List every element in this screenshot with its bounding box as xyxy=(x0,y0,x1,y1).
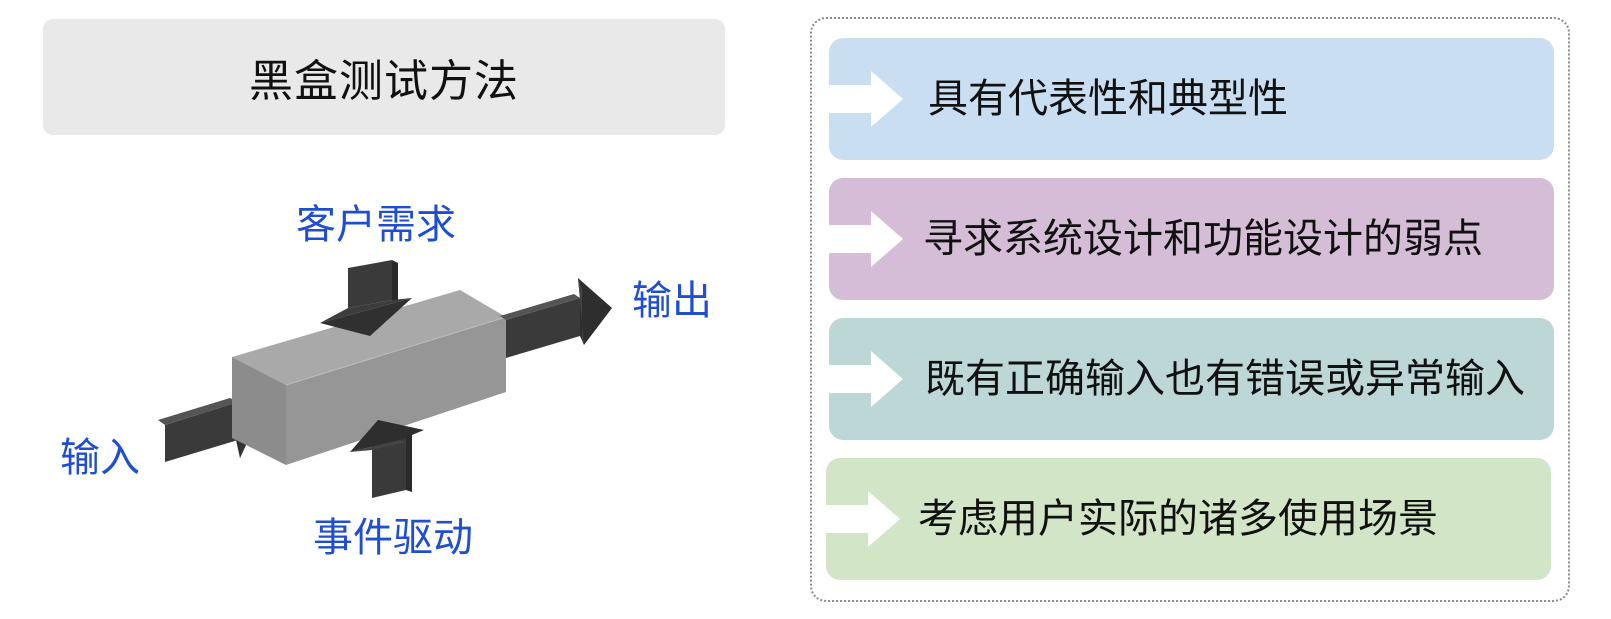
title-box: 黑盒测试方法 xyxy=(43,19,725,135)
event-driven-label: 事件驱动 xyxy=(313,515,473,561)
page-title: 黑盒测试方法 xyxy=(249,56,519,107)
black-box xyxy=(232,290,507,465)
principle-item-4: 考虑用户实际的诸多使用场景 xyxy=(826,458,1551,580)
principles-panel xyxy=(810,17,1570,602)
chevron-arrow-icon xyxy=(829,211,903,267)
output-arrow xyxy=(500,278,612,358)
input-label: 输入 xyxy=(60,435,140,481)
black-box-illustration xyxy=(158,260,612,498)
requirement-label: 客户需求 xyxy=(296,202,456,248)
chevron-arrow-icon xyxy=(826,491,900,547)
requirement-arrow xyxy=(320,260,412,336)
principle-item-3: 既有正确输入也有错误或异常输入 xyxy=(829,318,1554,440)
output-label: 输出 xyxy=(632,278,712,324)
principle-item-1: 具有代表性和典型性 xyxy=(829,38,1554,160)
principle-text: 寻求系统设计和功能设计的弱点 xyxy=(923,216,1483,262)
event-arrow xyxy=(350,420,424,498)
principle-text: 具有代表性和典型性 xyxy=(928,76,1288,122)
principle-text: 既有正确输入也有错误或异常输入 xyxy=(925,356,1525,402)
black-box-diagram: 客户需求 输出 输入 事件驱动 xyxy=(0,140,760,619)
chevron-arrow-icon xyxy=(829,71,903,127)
principle-text: 考虑用户实际的诸多使用场景 xyxy=(918,496,1438,542)
chevron-arrow-icon xyxy=(829,351,903,407)
principle-item-2: 寻求系统设计和功能设计的弱点 xyxy=(829,178,1554,300)
